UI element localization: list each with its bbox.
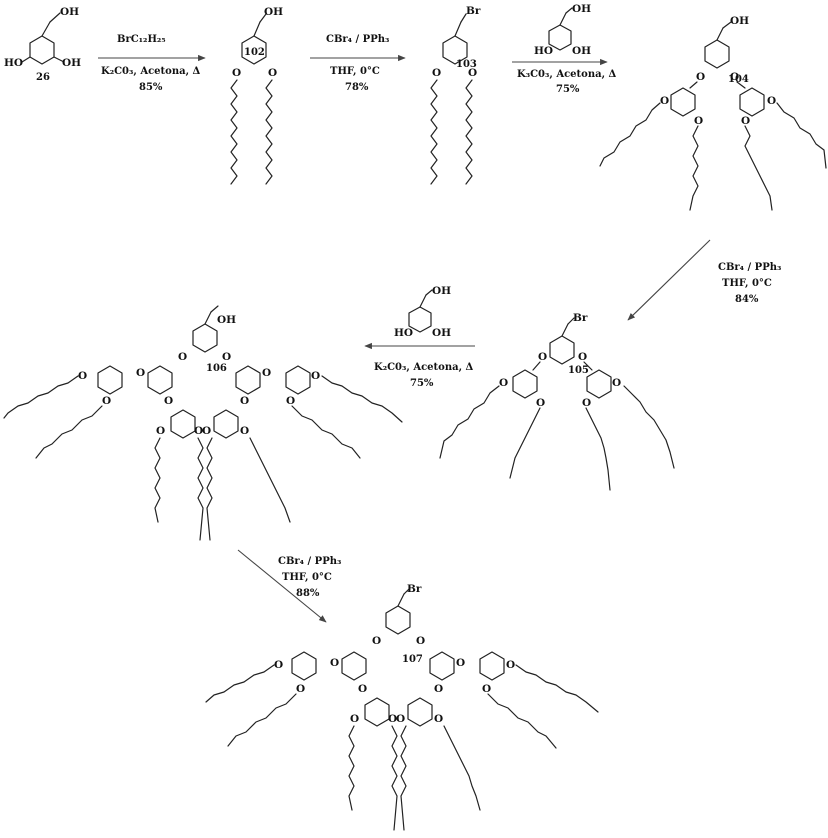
o-label: O <box>274 659 283 671</box>
compound-102-structure: OH 102 O O <box>230 6 283 185</box>
o-label: O <box>456 657 465 669</box>
oh-label: OH <box>572 45 591 57</box>
o-label: O <box>372 635 381 647</box>
o-label: O <box>102 395 111 407</box>
o-label: O <box>612 377 621 389</box>
oh-label: OH <box>62 57 81 69</box>
o-label: O <box>536 397 545 409</box>
compound-107-label: 107 <box>402 654 423 665</box>
step-2-conditions: THF, 0°C <box>330 66 380 77</box>
compound-106-label: 106 <box>206 363 227 374</box>
compound-26-structure: OH HO OH 26 <box>4 6 81 83</box>
compound-107-structure: Br 107 O O O O O O O O O O O O O O <box>205 583 599 831</box>
br-label: Br <box>573 312 588 324</box>
o-label: O <box>767 95 776 107</box>
compound-102-label: 102 <box>244 47 265 58</box>
step-6-conditions: THF, 0°C <box>282 572 332 583</box>
reaction-arrow-4 <box>627 239 711 321</box>
o-label: O <box>286 395 295 407</box>
o-label: O <box>416 635 425 647</box>
o-label: O <box>156 425 165 437</box>
compound-103-structure: Br 103 O O <box>430 5 481 185</box>
oh-label: OH <box>432 285 451 297</box>
reaction-step-5: OH HO OH K₂C0₃, Acetona, Δ 75% <box>364 285 475 389</box>
o-label: O <box>240 425 249 437</box>
step-1-conditions: K₂C0₃, Acetona, Δ <box>101 66 201 77</box>
o-label: O <box>222 351 231 363</box>
step-4-yield: 84% <box>735 294 759 305</box>
o-label: O <box>136 367 145 379</box>
o-label: O <box>506 659 515 671</box>
step-5-conditions: K₂C0₃, Acetona, Δ <box>374 362 474 373</box>
oh-label: OH <box>60 6 79 18</box>
step-2-yield: 78% <box>345 82 369 93</box>
o-label: O <box>240 395 249 407</box>
step-4-reagent: CBr₄ / PPh₃ <box>718 262 781 273</box>
o-label: O <box>660 95 669 107</box>
step-1-yield: 85% <box>139 82 163 93</box>
step-3-conditions: K₃C0₃, Acetona, Δ <box>517 69 617 80</box>
o-label: O <box>578 351 587 363</box>
o-label: O <box>482 683 491 695</box>
compound-105-label: 105 <box>568 365 589 376</box>
compound-104-label: 104 <box>728 74 749 85</box>
oh-label: OH <box>432 327 451 339</box>
o-label: O <box>582 397 591 409</box>
o-label: O <box>696 71 705 83</box>
br-label: Br <box>407 583 422 595</box>
o-label: O <box>396 713 405 725</box>
reaction-step-4: CBr₄ / PPh₃ THF, 0°C 84% <box>627 239 781 321</box>
o-label: O <box>432 67 441 79</box>
compound-105-structure: Br 105 O O O O O O <box>439 312 675 491</box>
br-label: Br <box>466 5 481 17</box>
o-label: O <box>164 395 173 407</box>
o-label: O <box>350 713 359 725</box>
o-label: O <box>741 115 750 127</box>
o-label: O <box>468 67 477 79</box>
o-label: O <box>78 370 87 382</box>
o-label: O <box>388 713 397 725</box>
o-label: O <box>730 71 739 83</box>
o-label: O <box>434 683 443 695</box>
o-label: O <box>178 351 187 363</box>
reaction-step-2: CBr₄ / PPh₃ THF, 0°C 78% <box>310 34 406 93</box>
reaction-step-1: BrC₁₂H₂₅ K₂C0₃, Acetona, Δ 85% <box>98 34 206 93</box>
o-label: O <box>232 67 241 79</box>
ho-label: HO <box>394 327 413 339</box>
o-label: O <box>202 425 211 437</box>
compound-103-label: 103 <box>456 59 477 70</box>
oh-label: OH <box>572 3 591 15</box>
step-3-yield: 75% <box>556 84 580 95</box>
o-label: O <box>194 425 203 437</box>
o-label: O <box>330 657 339 669</box>
o-label: O <box>262 367 271 379</box>
o-label: O <box>358 683 367 695</box>
o-label: O <box>694 115 703 127</box>
ho-label: HO <box>534 45 553 57</box>
reaction-step-6: CBr₄ / PPh₃ THF, 0°C 88% <box>237 549 341 623</box>
oh-label: OH <box>730 15 749 27</box>
step-5-yield: 75% <box>410 378 434 389</box>
compound-26-label: 26 <box>36 72 50 83</box>
step-2-reagent: CBr₄ / PPh₃ <box>326 34 389 45</box>
compound-104-structure: OH 104 O O O O O O <box>599 15 827 211</box>
reaction-arrow-6 <box>237 549 327 623</box>
step-4-conditions: THF, 0°C <box>722 278 772 289</box>
o-label: O <box>538 351 547 363</box>
o-label: O <box>296 683 305 695</box>
oh-label: OH <box>264 6 283 18</box>
o-label: O <box>434 713 443 725</box>
o-label: O <box>268 67 277 79</box>
compound-106-structure: OH 106 O O O O O O O O O O O O O O <box>3 305 403 541</box>
oh-label: OH <box>217 314 236 326</box>
o-label: O <box>311 370 320 382</box>
reaction-step-3: OH HO OH K₃C0₃, Acetona, Δ 75% <box>512 3 617 95</box>
step-6-yield: 88% <box>296 588 320 599</box>
step-1-reagent: BrC₁₂H₂₅ <box>117 34 166 45</box>
ho-label: HO <box>4 57 23 69</box>
o-label: O <box>499 377 508 389</box>
step-6-reagent: CBr₄ / PPh₃ <box>278 556 341 567</box>
